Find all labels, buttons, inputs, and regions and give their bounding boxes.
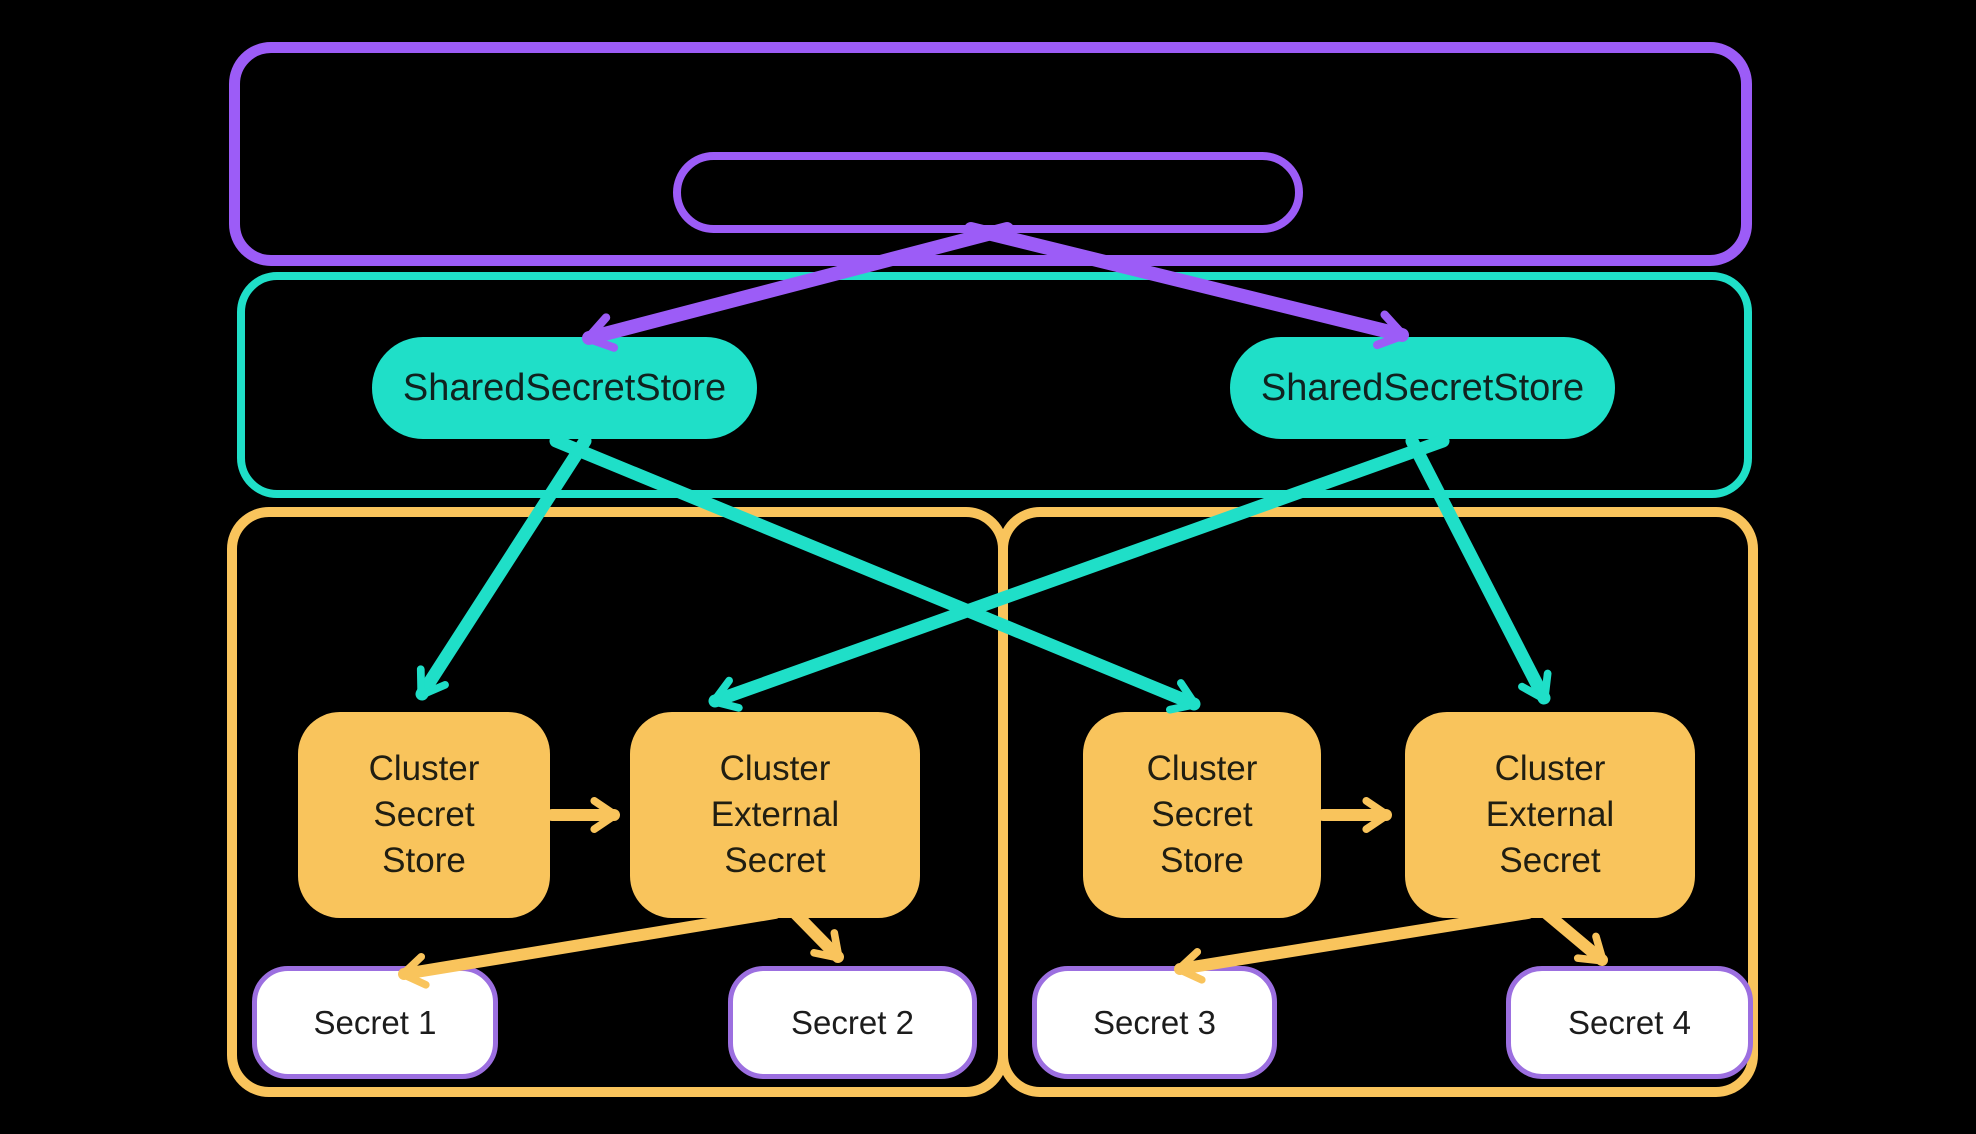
secret-pill-1: Secret 1 bbox=[252, 966, 498, 1079]
secret-label: Secret 3 bbox=[1093, 1003, 1216, 1041]
node-label-line: Cluster bbox=[1494, 749, 1606, 788]
node-label-line: Cluster bbox=[1146, 749, 1258, 788]
secret-label: Secret 4 bbox=[1568, 1003, 1691, 1041]
node-label-line: Secret bbox=[373, 795, 475, 834]
node-label-line: Store bbox=[382, 841, 466, 880]
cluster-external-secret-node-right: Cluster External Secret bbox=[1405, 712, 1695, 918]
secret-pill-3: Secret 3 bbox=[1032, 966, 1277, 1079]
cluster-secret-store-node-left: Cluster Secret Store bbox=[298, 712, 550, 918]
cluster-external-secret-node-left: Cluster External Secret bbox=[630, 712, 920, 918]
secret-pill-2: Secret 2 bbox=[728, 966, 977, 1079]
node-label-line: Cluster bbox=[368, 749, 480, 788]
node-label-line: Cluster bbox=[719, 749, 831, 788]
node-label-line: Store bbox=[1160, 841, 1244, 880]
shared-secret-store-pill-right: SharedSecretStore bbox=[1230, 337, 1615, 439]
secret-label: Secret 2 bbox=[791, 1003, 914, 1041]
secret-pill-4: Secret 4 bbox=[1506, 966, 1753, 1079]
shared-secret-store-pill-left: SharedSecretStore bbox=[372, 337, 757, 439]
node-label-line: External bbox=[710, 795, 840, 834]
secret-label: Secret 1 bbox=[313, 1003, 437, 1041]
node-label-line: Secret bbox=[1499, 841, 1601, 880]
cluster-secret-store-node-right: Cluster Secret Store bbox=[1083, 712, 1321, 918]
shared-secret-store-label: SharedSecretStore bbox=[402, 366, 727, 409]
node-label-line: External bbox=[1485, 795, 1615, 834]
node-label-line: Secret bbox=[724, 841, 826, 880]
shared-secret-store-label: SharedSecretStore bbox=[1260, 366, 1585, 409]
node-label-line: Secret bbox=[1151, 795, 1253, 834]
top-empty-pill bbox=[673, 152, 1303, 233]
